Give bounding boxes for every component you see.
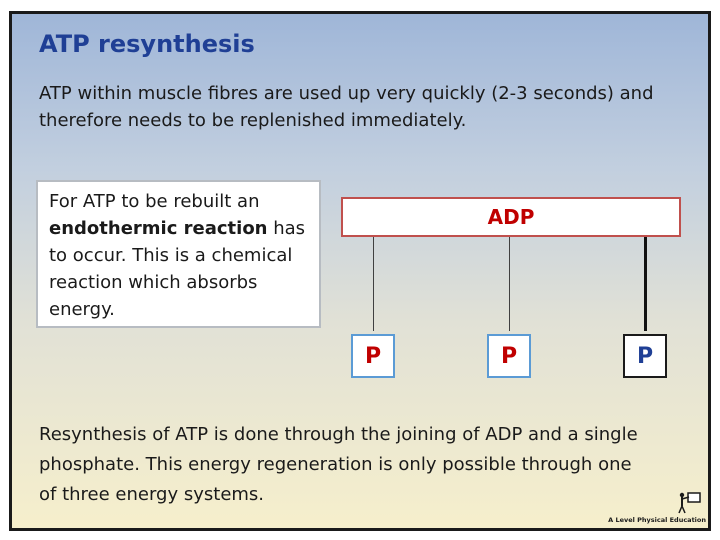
phosphate-box-2: P [487, 334, 531, 378]
note-text-bold: endothermic reaction [49, 218, 268, 239]
intro-text: ATP within muscle fibres are used up ver… [39, 83, 654, 131]
summary-text: Resynthesis of ATP is done through the j… [39, 424, 638, 505]
endothermic-note-box: For ATP to be rebuilt an endothermic rea… [36, 180, 321, 328]
phosphate-box-1: P [351, 334, 395, 378]
teacher-board-icon [678, 492, 701, 514]
phosphate-box-3: P [623, 334, 667, 378]
note-text-before: For ATP to be rebuilt an [49, 191, 260, 212]
note-text-after: has to occur. This is a chemical reactio… [49, 218, 306, 320]
slide: ATP resynthesis ATP within muscle fibres… [9, 11, 711, 531]
logo-text: A Level Physical Education [608, 516, 706, 524]
bond-line-1 [373, 237, 374, 331]
bond-line-3 [644, 237, 647, 331]
slide-title: ATP resynthesis [39, 30, 255, 58]
bond-line-2 [509, 237, 510, 331]
logo: A Level Physical Education [606, 491, 706, 527]
adp-box: ADP [341, 197, 681, 237]
